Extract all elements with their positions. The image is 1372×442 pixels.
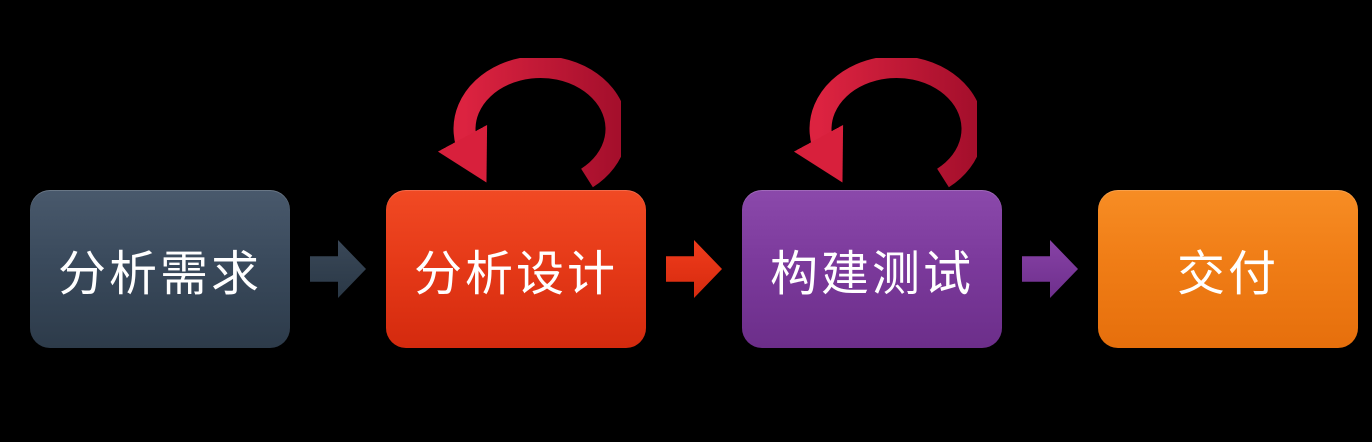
loop-arrow-icon bbox=[793, 58, 977, 188]
step-box-analysis-design: 分析设计 bbox=[386, 190, 646, 348]
loop-arrow-icon bbox=[437, 58, 621, 188]
arrow-right-icon bbox=[1022, 240, 1078, 298]
step-label: 分析设计 bbox=[413, 246, 618, 302]
arrow-right-icon bbox=[310, 240, 366, 298]
step-box-analyze-requirements: 分析需求 bbox=[30, 190, 290, 348]
arrow-right-icon bbox=[666, 240, 722, 298]
step-label: 交付 bbox=[1176, 246, 1279, 302]
flow-row: 分析需求 分析设计 构建测试 交付 bbox=[30, 190, 1358, 348]
step-box-build-test: 构建测试 bbox=[742, 190, 1002, 348]
step-label: 分析需求 bbox=[57, 246, 262, 302]
step-box-deliver: 交付 bbox=[1098, 190, 1358, 348]
step-label: 构建测试 bbox=[769, 246, 974, 302]
